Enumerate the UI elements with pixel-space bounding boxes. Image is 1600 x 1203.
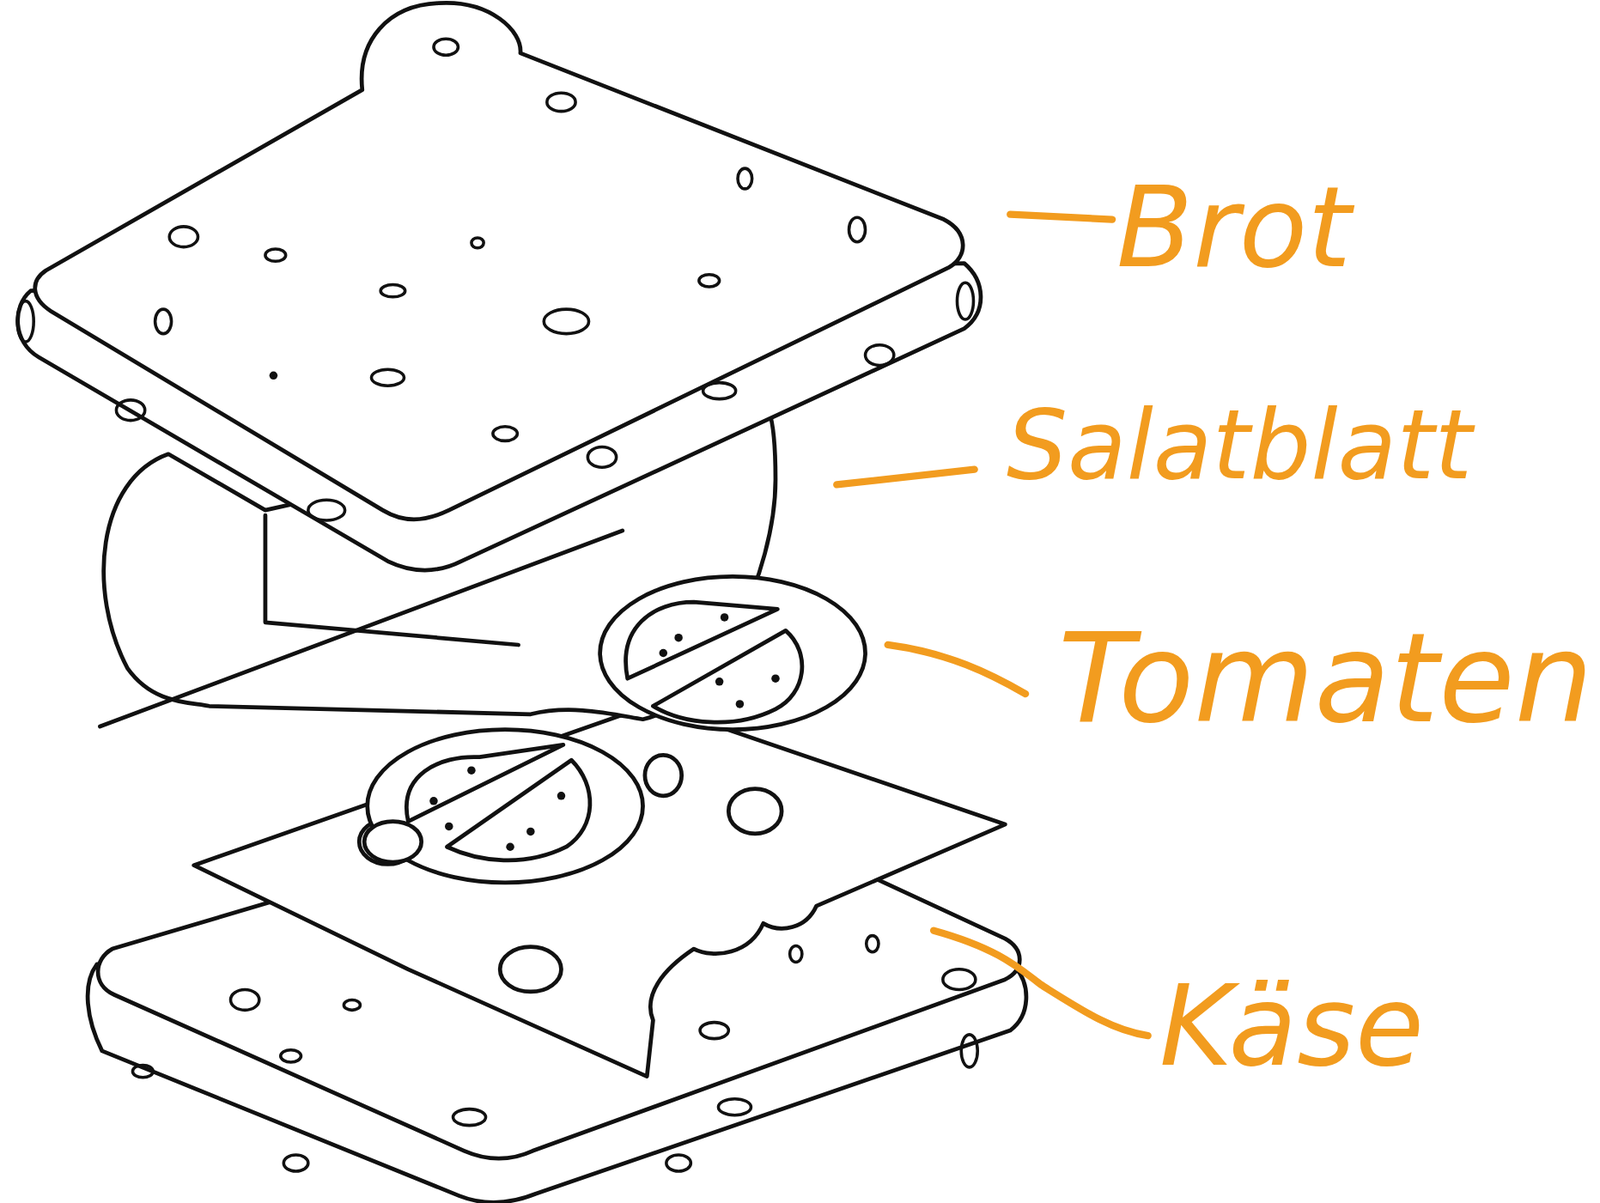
top-bread-face — [35, 2, 963, 519]
seed — [736, 699, 745, 709]
seed — [115, 400, 145, 421]
seed — [866, 936, 879, 953]
seed — [231, 990, 260, 1011]
seed — [865, 345, 895, 366]
part-label: Salatblatt — [1006, 396, 1473, 493]
bread-seeds — [17, 38, 978, 1172]
seed — [699, 274, 720, 287]
cheese-hole — [644, 754, 682, 797]
seed — [132, 1065, 153, 1078]
leader-line — [888, 644, 1026, 694]
seed — [547, 92, 576, 111]
seed — [169, 226, 198, 248]
seed — [587, 446, 616, 468]
seed — [659, 649, 669, 658]
tomato-slice-edge — [364, 821, 422, 864]
seed — [444, 822, 454, 832]
seed — [343, 999, 360, 1010]
lettuce-fold — [99, 530, 622, 727]
seed — [961, 1034, 978, 1068]
seed — [433, 38, 459, 55]
seed — [557, 791, 566, 801]
seed — [492, 426, 518, 442]
tomato-wedge — [652, 630, 802, 723]
cheese-hole — [728, 789, 782, 834]
part-label: Käse — [1159, 970, 1424, 1083]
seed — [429, 796, 439, 806]
seed — [505, 842, 515, 852]
tomato-slice — [600, 576, 866, 730]
seed — [790, 945, 803, 962]
seed — [771, 674, 780, 683]
seed — [956, 282, 974, 320]
seed — [453, 1109, 487, 1126]
part-label: Tomaten — [1058, 616, 1594, 741]
seed — [849, 217, 866, 243]
tomato-seeds — [269, 371, 780, 852]
leader-line — [1009, 214, 1113, 220]
seed — [737, 168, 753, 189]
seed — [703, 383, 737, 400]
seed — [715, 677, 724, 687]
seed — [283, 1155, 309, 1172]
leader-line — [933, 930, 1149, 1036]
seed — [717, 1099, 751, 1116]
cheese-hole — [499, 947, 561, 992]
leader-line — [836, 469, 974, 486]
seed — [666, 1155, 692, 1172]
seed — [720, 613, 730, 622]
seed — [526, 827, 536, 837]
seed — [269, 371, 279, 381]
seed — [699, 1022, 729, 1040]
seed — [280, 1050, 302, 1063]
seed — [155, 309, 172, 335]
seed — [674, 633, 683, 643]
seed — [265, 249, 286, 262]
seed — [371, 369, 404, 386]
part-label: Brot — [1116, 171, 1351, 284]
seed — [380, 285, 406, 298]
seed — [543, 309, 589, 335]
seed — [471, 237, 484, 249]
seed — [17, 301, 34, 343]
cheese-slice — [194, 704, 1006, 1077]
seed — [308, 499, 346, 521]
tomato-wedge — [446, 760, 591, 861]
seed — [942, 969, 976, 991]
seed — [467, 766, 476, 775]
